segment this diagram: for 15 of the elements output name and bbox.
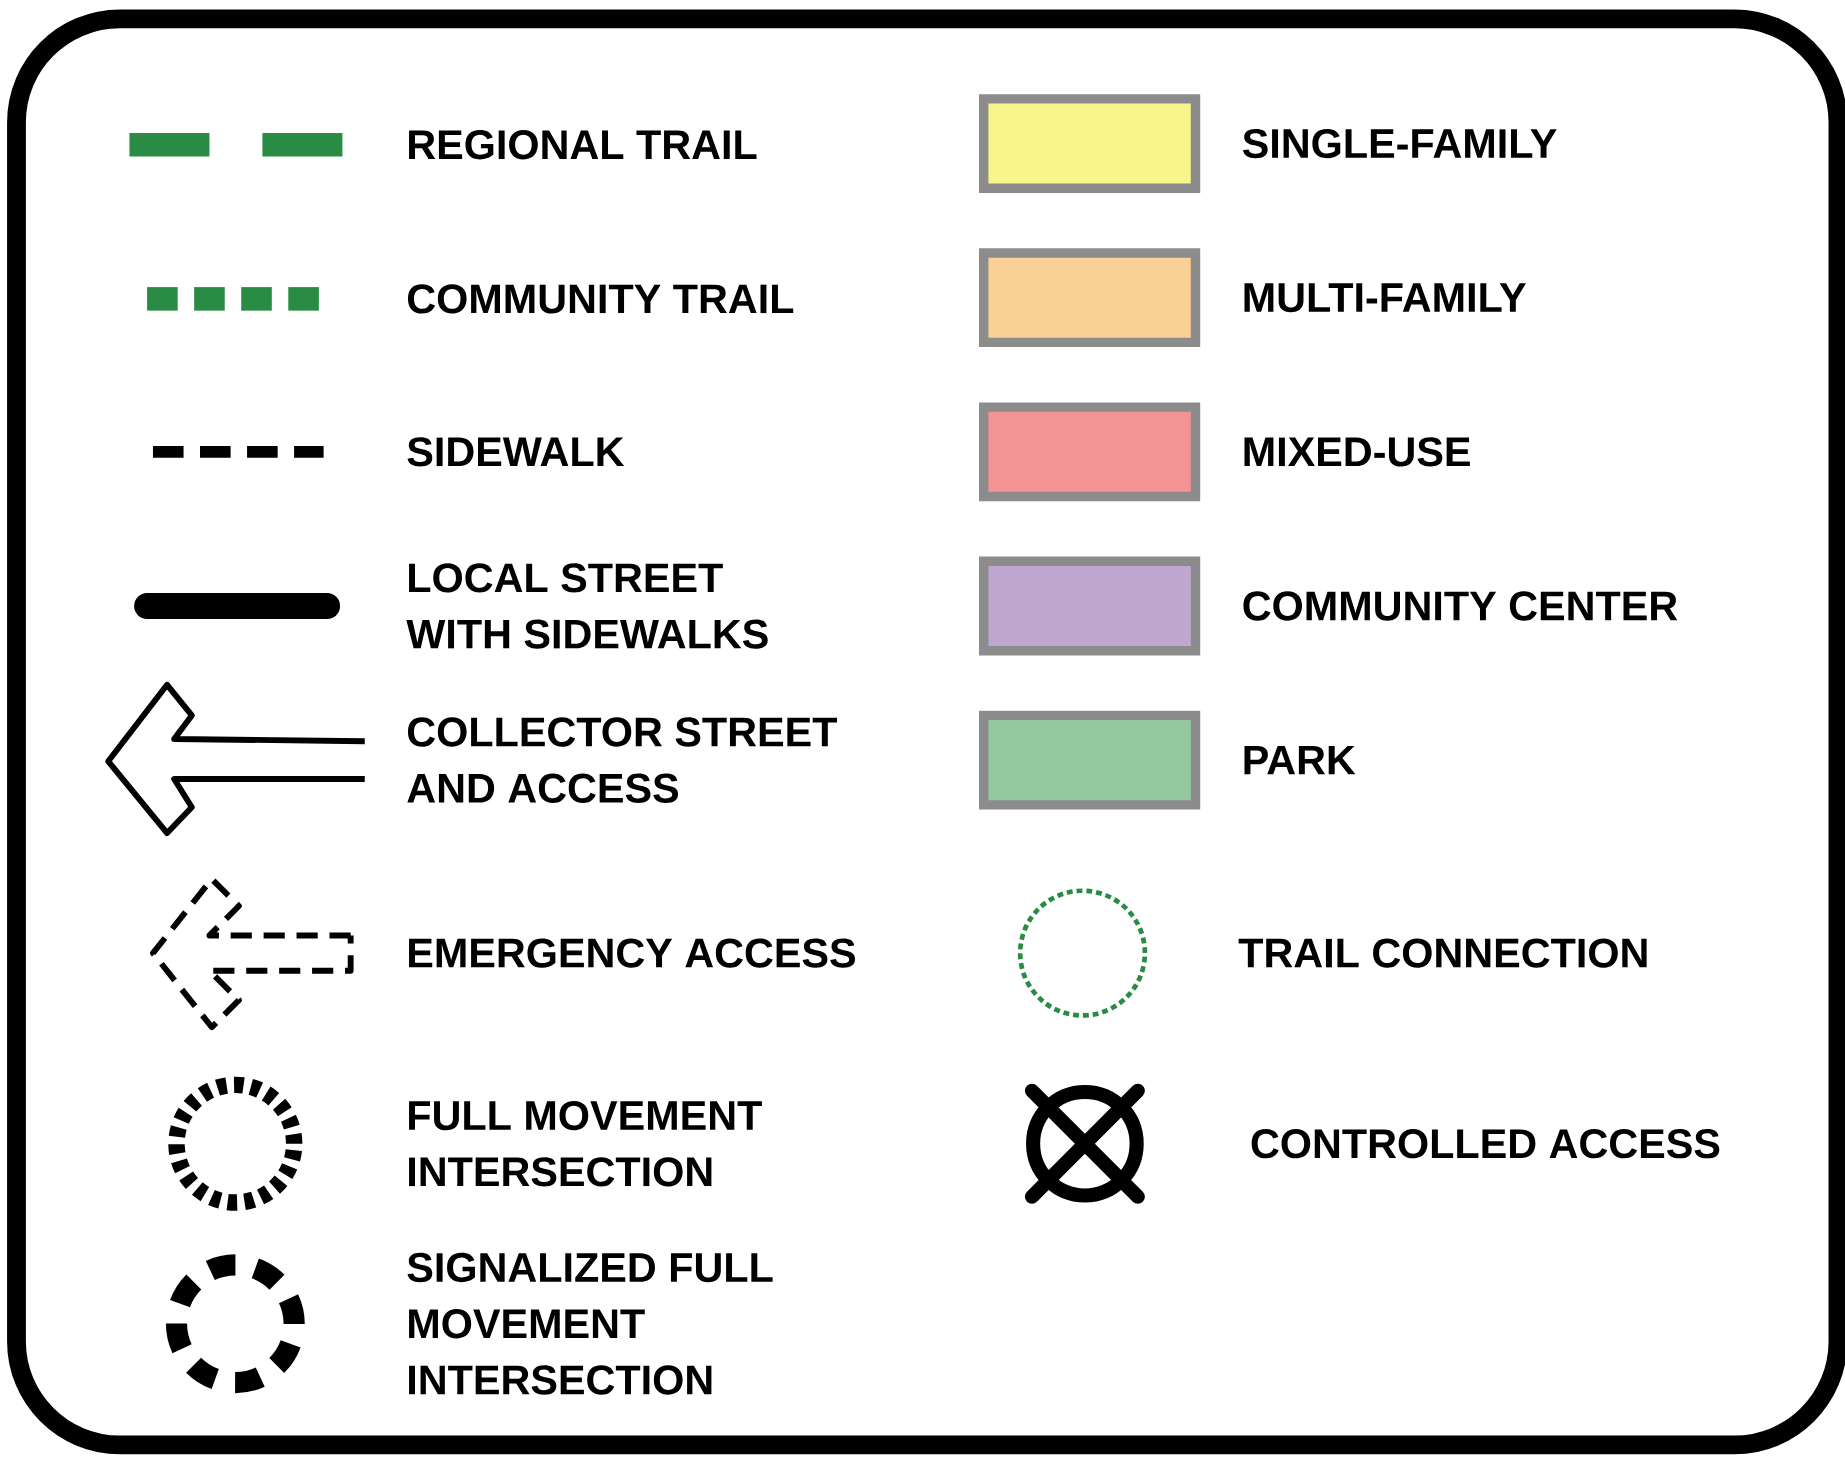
legend-label: EMERGENCY ACCESS — [409, 938, 855, 968]
legend-label: COLLECTOR STREET AND ACCESS — [407, 717, 837, 803]
legend-label: SIDEWALK — [407, 437, 625, 467]
legend-label: COMMUNITY CENTER — [1243, 591, 1678, 621]
legend-label: MULTI-FAMILY — [1244, 283, 1526, 313]
legend-label: MIXED-USE — [1244, 437, 1470, 467]
legend-label: REGIONAL TRAIL — [409, 130, 757, 160]
legend-label: COMMUNITY TRAIL — [407, 284, 794, 314]
legend-label: SINGLE-FAMILY — [1242, 128, 1557, 159]
legend-label: FULL MOVEMENT INTERSECTION — [409, 1100, 762, 1187]
legend-label: PARK — [1244, 745, 1356, 775]
legend-label: LOCAL STREET WITH SIDEWALKS — [406, 563, 768, 649]
legend-label: SIGNALIZED FULL MOVEMENT INTERSECTION — [407, 1252, 773, 1395]
legend-label: TRAIL CONNECTION — [1238, 938, 1647, 968]
legend-label: CONTROLLED ACCESS — [1251, 1128, 1720, 1159]
